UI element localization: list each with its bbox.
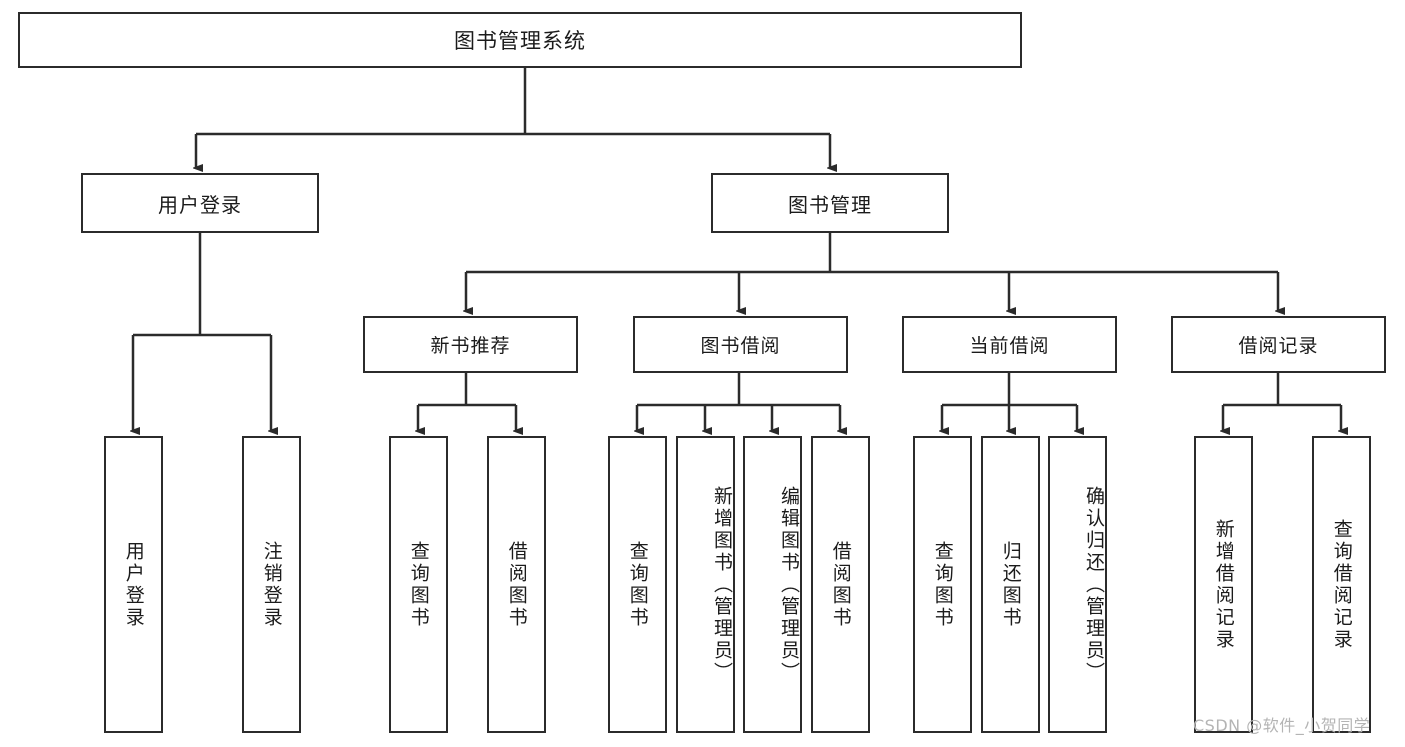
leaf-query-book-current[interactable]: 查询图书: [913, 436, 972, 733]
csdn-watermark: CSDN @软件_小贺同学: [1193, 716, 1371, 735]
leaf-return-book-label: 归还图书: [999, 540, 1022, 629]
leaf-borrow-book-recommend[interactable]: 借阅图书: [487, 436, 546, 733]
node-book-borrow[interactable]: 图书借阅: [633, 316, 848, 373]
leaf-user-login-label: 用户登录: [122, 540, 145, 629]
node-current-borrow-label: 当前借阅: [969, 335, 1050, 357]
leaf-add-book-admin[interactable]: 新增图书（管理员）: [676, 436, 735, 733]
node-new-book-recommend-label: 新书推荐: [430, 335, 511, 357]
node-new-book-recommend[interactable]: 新书推荐: [363, 316, 578, 373]
leaf-confirm-return-admin[interactable]: 确认归还（管理员）: [1048, 436, 1107, 733]
node-root-label: 图书管理系统: [454, 29, 586, 53]
leaf-borrow-book[interactable]: 借阅图书: [811, 436, 870, 733]
node-current-borrow[interactable]: 当前借阅: [902, 316, 1117, 373]
leaf-return-book[interactable]: 归还图书: [981, 436, 1040, 733]
leaf-query-book-recommend[interactable]: 查询图书: [389, 436, 448, 733]
leaf-query-book-borrow[interactable]: 查询图书: [608, 436, 667, 733]
leaf-edit-book-admin-label: 编辑图书（管理员）: [778, 485, 800, 684]
node-book-management-label: 图书管理: [788, 192, 872, 217]
leaf-borrow-book-label: 借阅图书: [829, 540, 852, 629]
node-borrow-record[interactable]: 借阅记录: [1171, 316, 1386, 373]
node-borrow-record-label: 借阅记录: [1238, 335, 1319, 357]
leaf-add-borrow-record-label: 新增借阅记录: [1212, 518, 1235, 651]
leaf-query-borrow-record-label: 查询借阅记录: [1330, 518, 1353, 651]
leaf-borrow-book-recommend-label: 借阅图书: [505, 540, 528, 629]
node-root[interactable]: 图书管理系统: [18, 12, 1022, 68]
leaf-logout-label: 注销登录: [260, 540, 283, 629]
node-user-login-label: 用户登录: [158, 192, 242, 217]
leaf-edit-book-admin[interactable]: 编辑图书（管理员）: [743, 436, 802, 733]
node-book-borrow-label: 图书借阅: [700, 335, 781, 357]
leaf-query-borrow-record[interactable]: 查询借阅记录: [1312, 436, 1371, 733]
leaf-add-book-admin-label: 新增图书（管理员）: [711, 485, 733, 684]
leaf-add-borrow-record[interactable]: 新增借阅记录: [1194, 436, 1253, 733]
leaf-query-book-borrow-label: 查询图书: [626, 540, 649, 629]
leaf-user-login[interactable]: 用户登录: [104, 436, 163, 733]
node-user-login[interactable]: 用户登录: [81, 173, 319, 233]
leaf-logout[interactable]: 注销登录: [242, 436, 301, 733]
leaf-query-book-current-label: 查询图书: [931, 540, 954, 629]
leaf-confirm-return-admin-label: 确认归还（管理员）: [1083, 485, 1105, 684]
leaf-query-book-recommend-label: 查询图书: [407, 540, 430, 629]
node-book-management[interactable]: 图书管理: [711, 173, 949, 233]
